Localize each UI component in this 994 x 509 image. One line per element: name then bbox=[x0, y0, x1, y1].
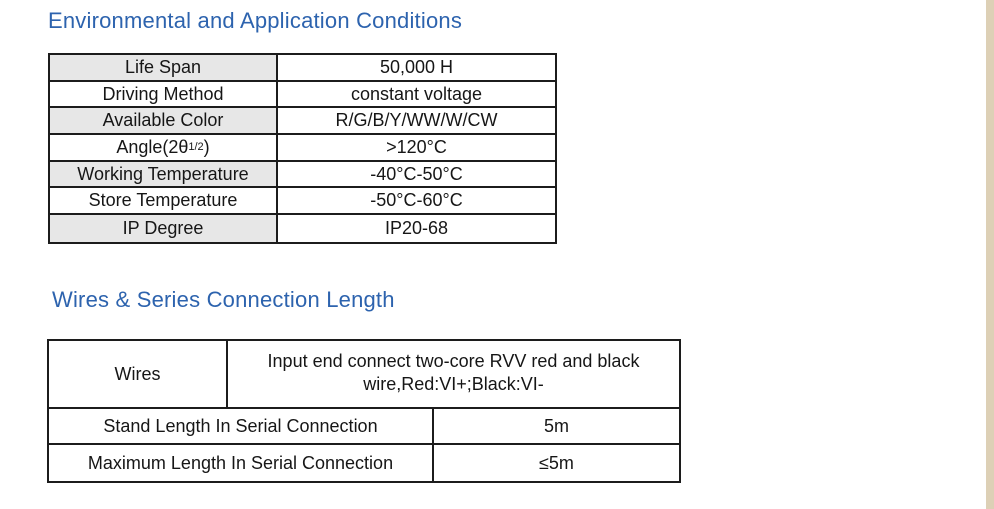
spec-value-cell: >120°C bbox=[386, 136, 447, 157]
spec-value-cell: -50°C-60°C bbox=[370, 190, 463, 211]
table-row: Maximum Length In Serial Connection ≤5m bbox=[49, 445, 679, 481]
spec-label-cell: IP Degree bbox=[50, 215, 278, 242]
table-row: Stand Length In Serial Connection 5m bbox=[49, 409, 679, 445]
label-subscript: 1/2 bbox=[188, 141, 204, 154]
spec-value-cell: -40°C-50°C bbox=[370, 163, 463, 184]
wires-value-line2: wire,Red:VI+;Black:VI- bbox=[363, 374, 544, 394]
wires-spec-value-cell: ≤5m bbox=[539, 452, 574, 473]
spec-label-cell: Working Temperature bbox=[50, 161, 278, 187]
wires-spec-value-cell: 5m bbox=[543, 415, 569, 436]
wires-spec-label-cell: Maximum Length In Serial Connection bbox=[49, 445, 434, 481]
wires-value-line1: Input end connect two-core RVV red and b… bbox=[267, 351, 640, 371]
table-row: Working Temperature -40°C-50°C bbox=[50, 161, 555, 189]
section-title-wires: Wires & Series Connection Length bbox=[52, 287, 395, 312]
table-row: Driving Method constant voltage bbox=[50, 81, 555, 109]
wires-spec-label-cell: Stand Length In Serial Connection bbox=[49, 409, 434, 443]
section-title-environmental: Environmental and Application Conditions bbox=[48, 8, 463, 33]
page-edge-strip bbox=[986, 0, 994, 509]
environmental-conditions-table: Life Span 50,000 H Driving Method constant … bbox=[48, 53, 557, 244]
wires-connection-table: Wires Input end connect two-core RVV red… bbox=[47, 339, 681, 483]
spec-label-cell: Store Temperature bbox=[50, 188, 278, 214]
table-row: Life Span 50,000 H bbox=[50, 55, 555, 82]
spec-value-cell: constant voltage bbox=[350, 83, 483, 104]
spec-label-cell: Driving Method bbox=[50, 81, 278, 107]
table-row: Available Color R/G/B/Y/WW/W/CW bbox=[50, 108, 555, 136]
spec-value-cell: IP20-68 bbox=[384, 217, 449, 238]
wires-label-cell: Wires bbox=[49, 341, 228, 407]
spec-label-cell: Life Span bbox=[50, 55, 278, 80]
wires-value-cell: Input end connect two-core RVV red and b… bbox=[228, 341, 679, 407]
spec-value-cell: 50,000 H bbox=[379, 56, 454, 77]
table-row: Store Temperature -50°C-60°C bbox=[50, 188, 555, 216]
spec-value-cell: R/G/B/Y/WW/W/CW bbox=[335, 110, 498, 131]
table-row: IP Degree IP20-68 bbox=[50, 215, 555, 242]
table-row: Wires Input end connect two-core RVV red… bbox=[49, 341, 679, 409]
spec-label-cell: Available Color bbox=[50, 108, 278, 134]
